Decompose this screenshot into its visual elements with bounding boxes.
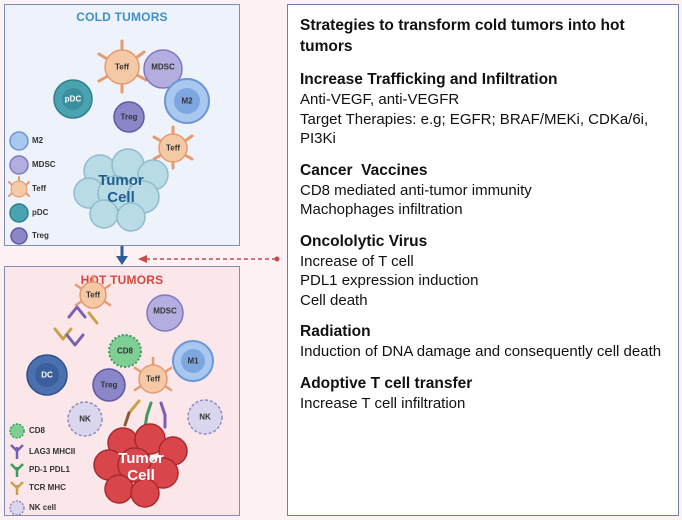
legend-treg-icon [10,227,28,245]
legend-mdsc-label: MDSC [32,160,56,169]
cold-tumor-label: Tumor Cell [98,172,144,206]
strategy-item: CD8 mediated anti-tumor immunity [300,181,532,199]
pdc-label: pDC [64,94,82,104]
strategies-panel: Strategies to transform cold tumors into… [287,4,679,516]
strategy-item: Increase T cell infiltration [300,394,466,412]
teff-label: Teff [165,143,181,153]
hot-tumors-panel: HOT TUMORS [4,266,240,516]
teff-cell [152,125,194,170]
nk-label: NK [79,414,91,424]
legend-tcr-mhc-label: TCR MHC [29,483,66,492]
strategy-item: Cell death [300,291,368,309]
legend-pdc-label: pDC [32,208,49,217]
mdsc-cell [143,49,183,89]
teff-label: Teff [145,374,161,384]
legend-pd1-pdl1-icon [10,463,24,477]
teff-label: Teff [114,62,130,72]
teff-cell [74,274,112,309]
legend-lag3-mhcii-label: LAG3 MHCII [29,447,76,456]
strategy-title: Cancer Vaccines [300,161,428,179]
strategies-heading: Strategies to transform cold tumors into… [300,17,625,55]
tumor-receptors [123,399,167,429]
strategy-section: Oncololytic Virus Increase of T cell PDL… [300,232,672,311]
strategy-title: Radiation [300,323,371,340]
cd8-label: CD8 [116,346,134,356]
hot-tumor-cluster [93,423,188,508]
teff-cell [97,39,148,94]
legend-nk-cell-label: NK cell [29,503,57,512]
legend-teff-label: Teff [32,184,47,193]
receptor-pairs [53,305,99,347]
strategy-section: Radiation Induction of DNA damage and co… [300,322,672,362]
cold-tumor-cluster [73,148,169,232]
mdsc-cell [146,294,184,332]
m1-label: M1 [187,356,199,366]
hot-tumor-label: Tumor Cell [118,450,164,484]
strategy-item: Machophages infiltration [300,201,463,218]
hot-tumors-title: HOT TUMORS [80,273,164,287]
dashed-arrow [138,255,280,263]
strategy-item: Target Therapies: e.g; EGFR; BRAF/MEKi, … [300,110,649,148]
treg-cell [92,368,126,402]
treg-label: Treg [120,112,138,122]
legend-mdsc-icon [9,155,29,175]
strategy-section: Increase Trafficking and Infiltration An… [300,70,672,149]
nk-cell [67,401,103,437]
teff-cell [133,356,173,394]
cold-tumors-title: COLD TUMORS [76,10,168,24]
legend-teff-icon [8,176,30,198]
hot-cells-illustration [9,274,223,516]
strategy-title: Adoptive T cell transfer [300,374,473,392]
legend-cd8-icon [9,423,25,439]
mdsc-label: MDSC [151,62,175,72]
strategy-item: Induction of DNA damage and consequently… [300,343,662,360]
cd8-cell [108,334,142,368]
strategy-item: Anti-VEGF, anti-VEGFR [300,91,460,108]
strategy-title: Increase Trafficking and Infiltration [300,71,558,88]
legend-m2-icon [9,131,29,151]
tumor-label-line1: Tumor [118,450,164,467]
dc-label: DC [41,370,53,380]
nk-label: NK [199,412,211,422]
teff-label: Teff [85,290,101,300]
tumor-label-line2: Cell [127,467,155,484]
legend-cd8-label: CD8 [29,426,46,435]
tumor-label-line1: Tumor [98,172,144,189]
legend-pdc-icon [9,203,29,223]
strategy-section: Adoptive T cell transfer Increase T cell… [300,374,672,414]
strategy-title: Oncololytic Virus [300,232,428,250]
down-arrow [116,246,128,265]
legend-m2-label: M2 [32,136,44,145]
nk-cell [187,399,223,435]
tumor-label-line2: Cell [107,189,135,206]
m2-label: M2 [181,96,193,106]
strategies-list: Strategies to transform cold tumors into… [300,15,672,425]
cold-cells-illustration [8,39,210,245]
treg-label: Treg [100,380,118,390]
legend-lag3-mhcii-icon [10,444,24,459]
legend-tcr-mhc-icon [10,481,24,495]
strategy-item: Increase of T cell [300,252,414,270]
strategy-item: PDL1 expression induction [300,272,479,289]
mdsc-label: MDSC [153,306,177,316]
legend-treg-label: Treg [32,231,49,240]
strategy-section: Cancer Vaccines CD8 mediated anti-tumor … [300,161,672,220]
treg-cell [113,101,145,133]
legend-pd1-pdl1-label: PD-1 PDL1 [29,465,70,474]
cold-tumors-panel: COLD TUMORS [4,4,240,246]
legend-nk-icon [9,500,25,516]
